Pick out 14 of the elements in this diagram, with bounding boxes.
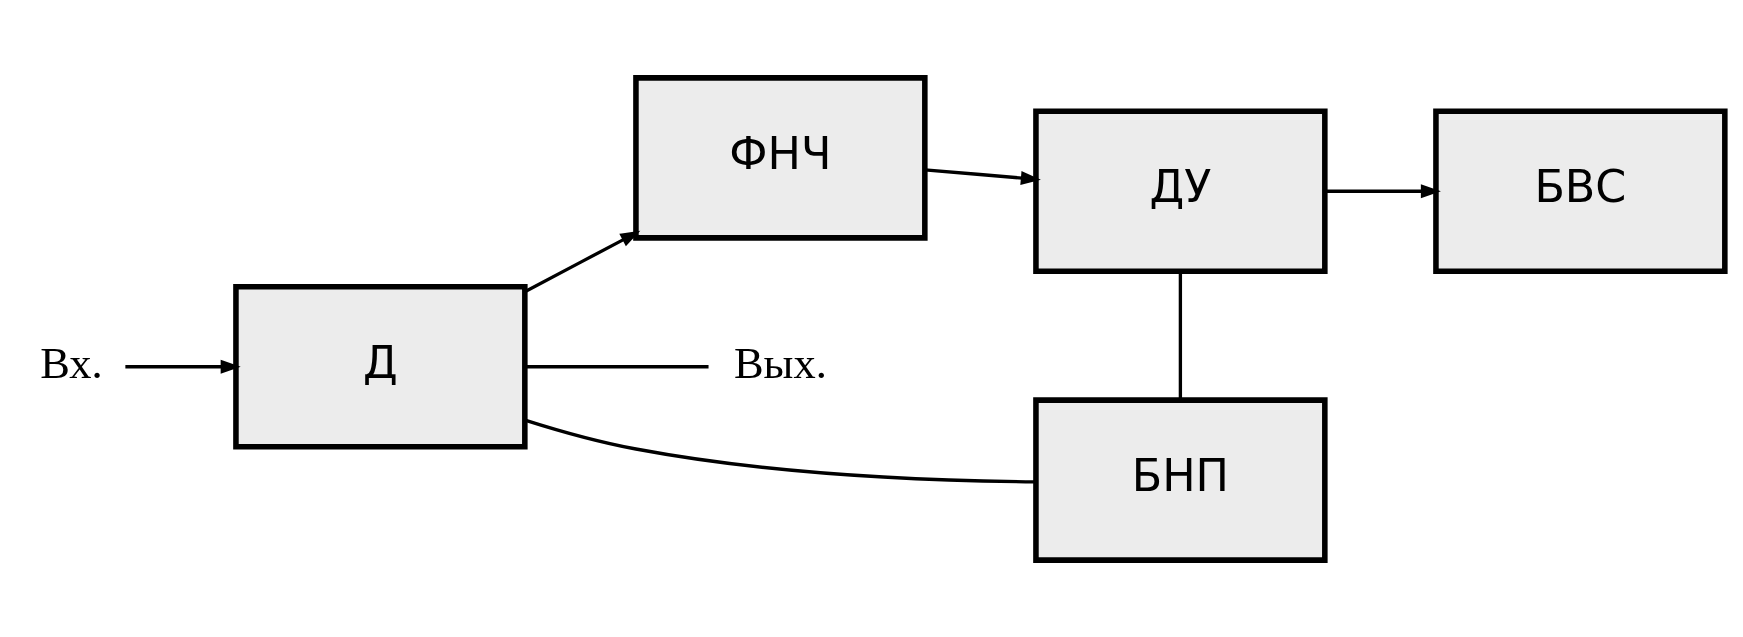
arrow (1324, 183, 1441, 198)
node-box: БНП (1033, 396, 1328, 563)
arrow (524, 230, 641, 293)
connector (524, 417, 1036, 483)
node-box: Д (233, 283, 528, 450)
connector (1178, 271, 1183, 400)
node-text: Вых. (733, 337, 827, 388)
node-box: ФНЧ (633, 74, 928, 241)
connector (524, 364, 709, 368)
node-text: Вх. (40, 337, 103, 388)
node-box: БВС (1433, 107, 1728, 274)
arrow (924, 167, 1041, 185)
arrow (125, 359, 241, 374)
node-box: ДУ (1033, 107, 1328, 274)
